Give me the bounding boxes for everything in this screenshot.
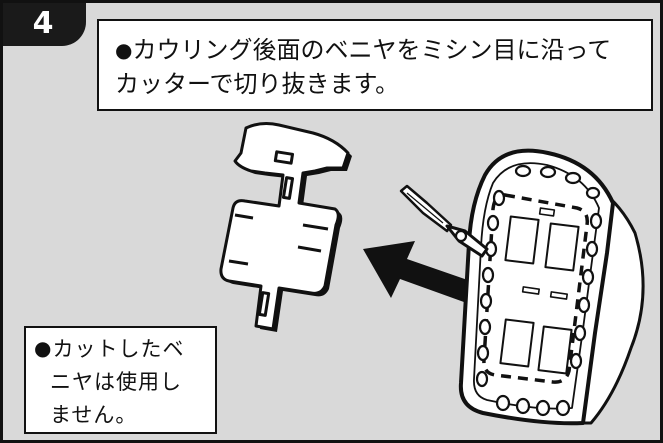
veneer-score-line [228, 259, 249, 266]
knife-screw [454, 229, 468, 243]
assembly-illustration [219, 122, 645, 426]
veneer-piece-outline [219, 122, 350, 331]
lightening-hole-row [475, 164, 603, 417]
cowling-part [458, 148, 645, 426]
perforation-line [482, 193, 590, 384]
step-number: 4 [32, 5, 54, 41]
step-number-badge: 4 [3, 3, 86, 46]
note-bullet: ● [34, 336, 53, 360]
instruction-line-2: カッターで切り抜きます。 [115, 70, 400, 98]
note-text-1: カットしたベ [52, 337, 185, 361]
note-line-2: ニヤは使用し [50, 370, 182, 394]
veneer-slot [281, 176, 295, 200]
cowling-slot [521, 207, 569, 300]
instruction-text-1: カウリング後面のベニヤをミシン目に沿って [132, 36, 612, 64]
instruction-bullet: ● [115, 38, 133, 62]
note-line-1: ●カットしたベ [34, 332, 207, 366]
veneer-slot [273, 150, 295, 165]
cut-veneer-piece [219, 122, 352, 332]
note-line-3: ません。 [50, 403, 138, 427]
craft-knife-icon [399, 184, 489, 258]
note-callout: ●カットしたベ ニヤは使用し ません。 [24, 326, 217, 434]
instruction-callout: ●カウリング後面のベニヤをミシン目に沿って カッターで切り抜きます。 [97, 19, 653, 111]
veneer-slot [257, 291, 271, 317]
veneer-score-line [297, 245, 322, 253]
instruction-line-1: ●カウリング後面のベニヤをミシン目に沿って [115, 33, 635, 67]
cowling-window [499, 215, 580, 375]
veneer-score-line [302, 223, 329, 231]
knife-edge [406, 192, 444, 224]
veneer-score-line [234, 213, 254, 220]
